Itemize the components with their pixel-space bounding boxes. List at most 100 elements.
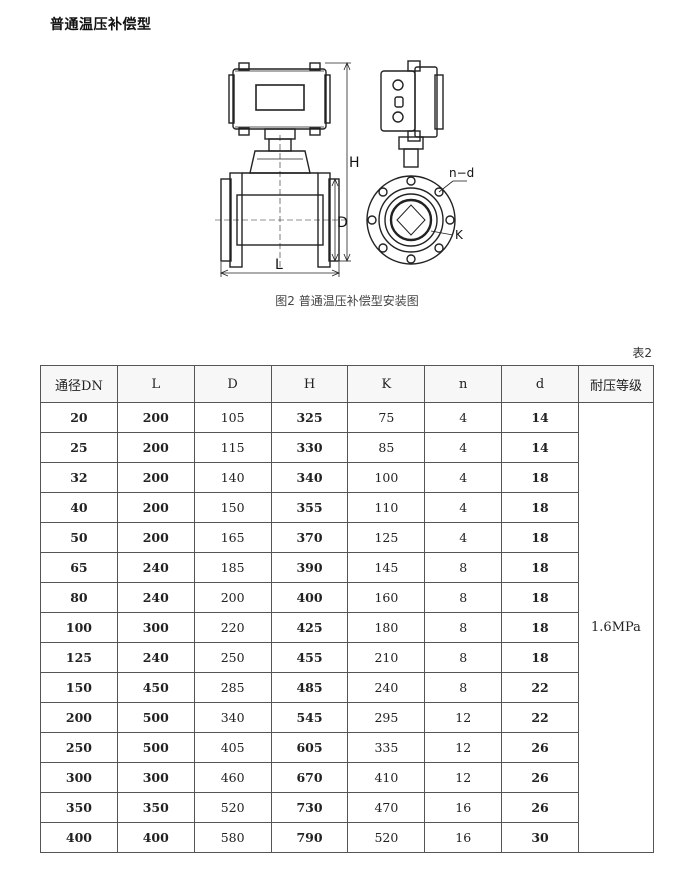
table-cell: 200 (116, 492, 195, 523)
table-cell: 65 (40, 552, 118, 583)
table-cell: 14 (501, 402, 579, 433)
table-cell: 18 (501, 642, 579, 673)
table-cell: 165 (193, 522, 272, 553)
table-cell: 460 (193, 762, 272, 793)
table-cell: 14 (501, 432, 579, 463)
table-cell: 16 (424, 792, 503, 823)
table-cell: 325 (270, 402, 349, 433)
table-cell: 26 (501, 792, 579, 823)
table-cell: 340 (193, 702, 272, 733)
table-cell: 355 (270, 492, 349, 523)
table-cell: 12 (424, 762, 503, 793)
table-cell: 285 (193, 672, 272, 703)
table-cell: 200 (116, 402, 195, 433)
table-cell: 295 (347, 702, 426, 733)
table-cell: 8 (424, 552, 503, 583)
table-cell: 520 (193, 792, 272, 823)
table-cell: 545 (270, 702, 349, 733)
table-cell: 200 (193, 582, 272, 613)
header-k: K (347, 365, 426, 403)
table-cell: 185 (193, 552, 272, 583)
header-l: L (116, 365, 195, 403)
table-cell: 400 (270, 582, 349, 613)
installation-drawing: H D L n−d K (215, 60, 474, 277)
table-cell: 18 (501, 552, 579, 583)
table-cell: 605 (270, 732, 349, 763)
table-cell: 22 (501, 702, 579, 733)
label-K: K (455, 228, 464, 242)
table-header-row: 通径DN L D H K n d 耐压等级 (40, 365, 655, 403)
table-cell: 300 (40, 762, 118, 793)
table-cell: 32 (40, 462, 118, 493)
side-view (366, 60, 467, 265)
label-nd: n−d (449, 166, 474, 180)
table-cell: 125 (40, 642, 118, 673)
table-cell: 150 (40, 672, 118, 703)
table-cell: 300 (116, 762, 195, 793)
label-L: L (275, 257, 283, 273)
table-cell: 20 (40, 402, 118, 433)
table-cell: 335 (347, 732, 426, 763)
table-cell: 18 (501, 582, 579, 613)
header-d-hole: d (501, 365, 579, 403)
table-cell: 26 (501, 762, 579, 793)
label-H: H (349, 155, 360, 171)
table-note: 表2 (632, 346, 652, 360)
table-cell: 670 (270, 762, 349, 793)
table-cell: 250 (40, 732, 118, 763)
table-cell: 350 (116, 792, 195, 823)
table-cell: 22 (501, 672, 579, 703)
table-cell: 18 (501, 612, 579, 643)
table-cell: 330 (270, 432, 349, 463)
table-cell: 400 (116, 822, 195, 853)
header-dn: 通径DN (40, 365, 118, 403)
table-cell: 730 (270, 792, 349, 823)
table-cell: 75 (347, 402, 426, 433)
table-cell: 790 (270, 822, 349, 853)
table-cell: 85 (347, 432, 426, 463)
table-cell: 18 (501, 492, 579, 523)
table-cell: 8 (424, 582, 503, 613)
table-cell: 405 (193, 732, 272, 763)
table-cell: 240 (116, 642, 195, 673)
table-cell: 150 (193, 492, 272, 523)
table-cell: 80 (40, 582, 118, 613)
table-cell: 240 (116, 582, 195, 613)
table-cell: 50 (40, 522, 118, 553)
table-cell: 250 (193, 642, 272, 673)
table-cell: 110 (347, 492, 426, 523)
figure-caption: 图2 普通温压补偿型安装图 (275, 294, 419, 308)
table-cell: 145 (347, 552, 426, 583)
table-cell: 4 (424, 462, 503, 493)
table-cell: 16 (424, 822, 503, 853)
table-cell: 4 (424, 432, 503, 463)
table-cell: 4 (424, 492, 503, 523)
header-n: n (424, 365, 503, 403)
table-cell: 485 (270, 672, 349, 703)
table-cell: 180 (347, 612, 426, 643)
table-cell: 470 (347, 792, 426, 823)
table-cell: 8 (424, 642, 503, 673)
table-cell: 240 (116, 552, 195, 583)
table-cell: 340 (270, 462, 349, 493)
table-cell: 140 (193, 462, 272, 493)
table-cell: 580 (193, 822, 272, 853)
table-cell: 18 (501, 522, 579, 553)
table-cell: 220 (193, 612, 272, 643)
table-cell: 200 (116, 462, 195, 493)
table-cell: 400 (40, 822, 118, 853)
header-h: H (270, 365, 349, 403)
front-view (215, 61, 351, 277)
